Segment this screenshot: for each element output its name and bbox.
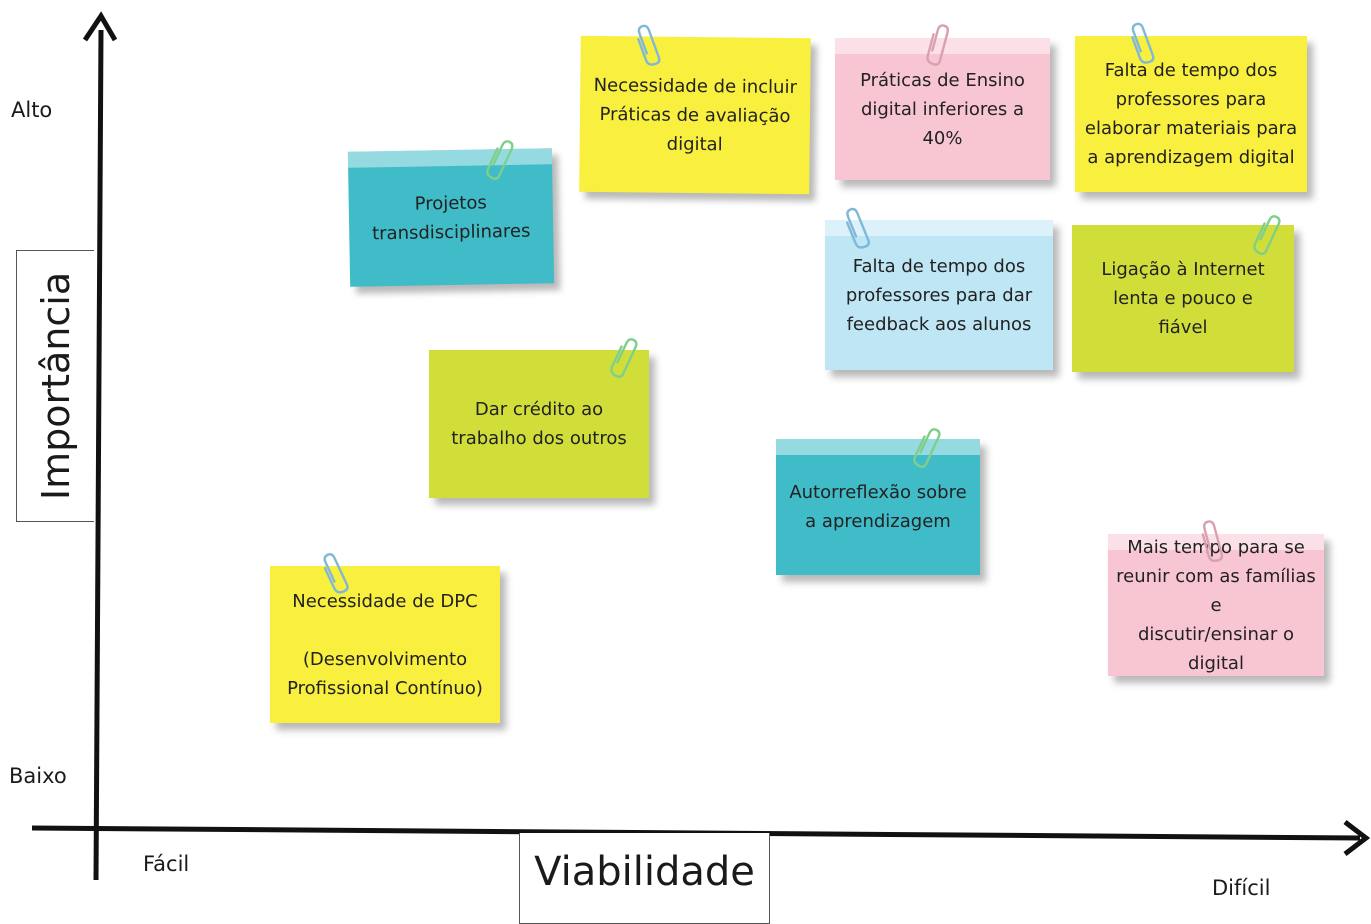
paper-clip-icon — [486, 140, 514, 180]
sticky-note-text: Projetos transdisciplinares — [371, 191, 531, 244]
paper-clip-icon — [637, 24, 661, 66]
paper-clip-icon — [610, 338, 638, 378]
sticky-note-falta-tempo-feedback: Falta de tempo dos professores para dar … — [825, 220, 1053, 370]
x-axis-high-label: Difícil — [1212, 876, 1271, 900]
x-axis-title: Viabilidade — [534, 849, 755, 895]
y-axis-title-box: Importância — [16, 250, 94, 522]
sticky-note-text: Falta de tempo dos professores para dar … — [845, 255, 1033, 335]
sticky-note-praticas-avaliacao: Necessidade de incluir Práticas de avali… — [579, 35, 811, 195]
sticky-note-text: Ligação à Internet lenta e pouco e fiáve… — [1101, 259, 1265, 338]
sticky-note-text: Práticas de Ensino digital inferiores a … — [860, 69, 1025, 149]
y-axis-line — [93, 29, 104, 881]
sticky-note-text: Necessidade de incluir Práticas de avali… — [593, 74, 798, 155]
y-axis-arrowhead — [82, 11, 118, 42]
y-axis-low-label: Baixo — [9, 764, 67, 788]
x-axis-arrowhead — [1343, 820, 1371, 856]
sticky-note-mais-tempo-familias: Mais tempo para se reunir com as família… — [1108, 534, 1324, 676]
sticky-note-necessidade-dpc: Necessidade de DPC (Desenvolvimento Prof… — [270, 566, 500, 723]
paper-clip-icon — [1253, 215, 1281, 255]
y-axis-title: Importância — [33, 271, 78, 501]
sticky-note-autorreflexao: Autorreflexão sobre a aprendizagem — [776, 439, 980, 575]
x-axis-title-box: Viabilidade — [519, 833, 770, 924]
sticky-note-text: Necessidade de DPC (Desenvolvimento Prof… — [287, 590, 483, 699]
paper-clip-icon — [926, 24, 950, 66]
y-axis-high-label: Alto — [11, 98, 53, 122]
paper-clip-icon — [323, 553, 349, 594]
x-axis-low-label: Fácil — [143, 852, 190, 876]
sticky-note-text: Dar crédito ao trabalho dos outros — [451, 399, 627, 449]
sticky-note-text: Falta de tempo dos professores para elab… — [1084, 60, 1298, 168]
paper-clip-icon — [846, 207, 870, 249]
sticky-note-ligacao-internet: Ligação à Internet lenta e pouco e fiáve… — [1072, 225, 1294, 372]
paper-clip-icon — [1201, 520, 1224, 562]
sticky-note-text: Autorreflexão sobre a aprendizagem — [789, 482, 967, 532]
sticky-note-projetos-transdisciplinares: Projetos transdisciplinares — [347, 148, 555, 287]
paper-clip-icon — [1131, 22, 1155, 64]
sticky-note-praticas-ensino: Práticas de Ensino digital inferiores a … — [835, 38, 1050, 180]
paper-clip-icon — [913, 428, 941, 468]
sticky-note-falta-tempo-materiais: Falta de tempo dos professores para elab… — [1075, 36, 1307, 192]
